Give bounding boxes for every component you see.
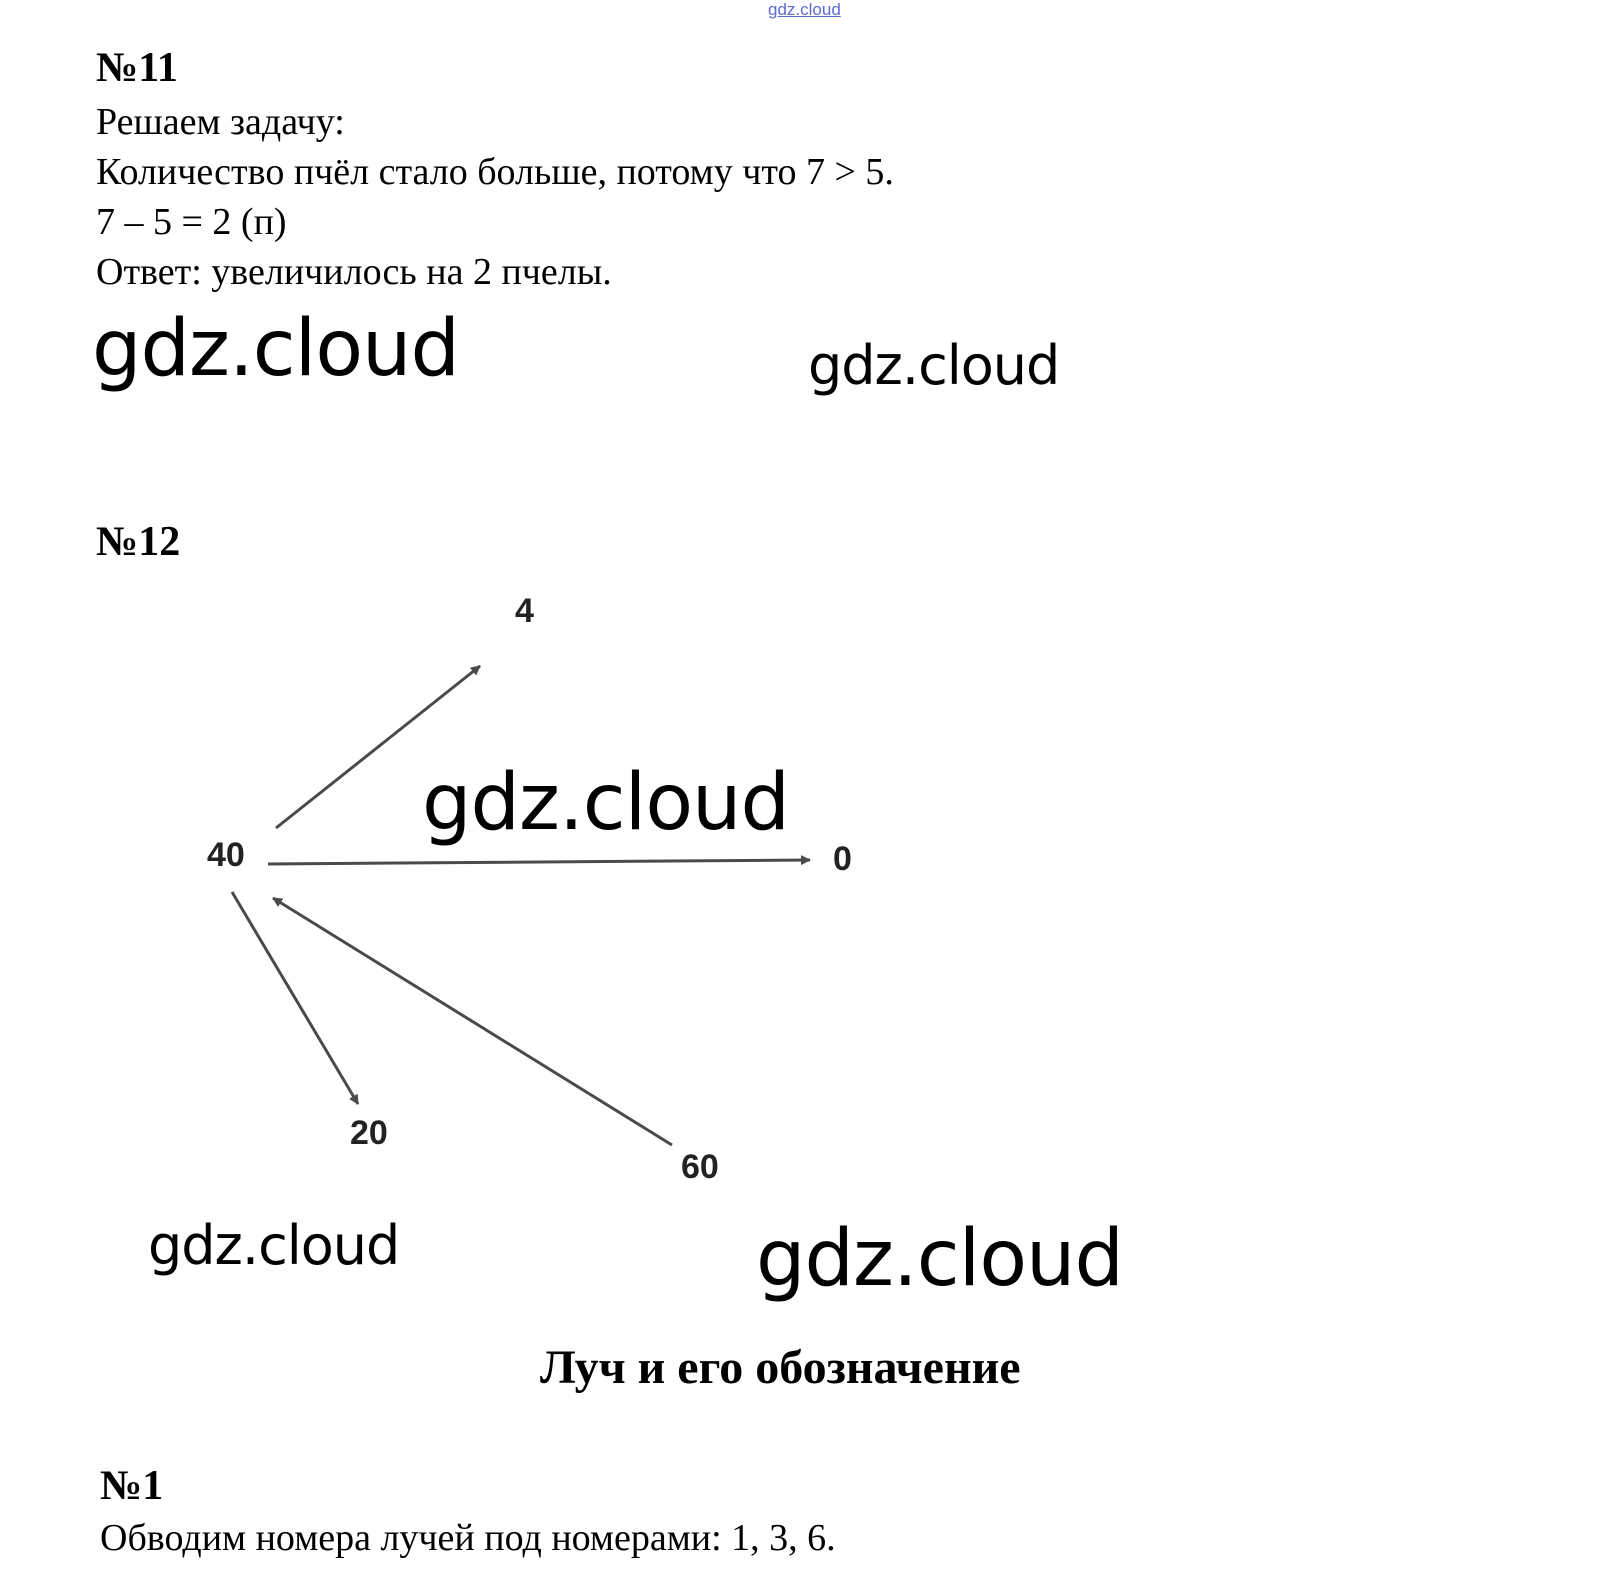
label-40: 40 bbox=[207, 836, 245, 874]
watermark: gdz.cloud bbox=[422, 758, 790, 848]
task1-number: №1 bbox=[100, 1463, 164, 1509]
ray-60-to-40 bbox=[272, 896, 673, 1147]
ray-to-4 bbox=[275, 664, 481, 830]
task11-line-3: 7 – 5 = 2 (п) bbox=[96, 201, 287, 243]
section-title: Луч и его обозначение bbox=[540, 1341, 1021, 1394]
watermark: gdz.cloud bbox=[756, 1214, 1124, 1304]
task11-line-2: Количество пчёл стало больше, потому что… bbox=[96, 151, 894, 193]
task12-number: №12 bbox=[96, 519, 181, 565]
task11-number: №11 bbox=[96, 45, 178, 91]
task11-line-4: Ответ: увеличилось на 2 пчелы. bbox=[96, 251, 612, 293]
ray-to-20 bbox=[230, 891, 360, 1105]
watermark: gdz.cloud bbox=[808, 334, 1060, 397]
label-0: 0 bbox=[833, 840, 852, 878]
top-link[interactable]: gdz.cloud bbox=[768, 0, 841, 19]
label-4: 4 bbox=[515, 592, 534, 630]
watermark: gdz.cloud bbox=[148, 1214, 400, 1277]
task11-line-1: Решаем задачу: bbox=[96, 101, 345, 143]
task1-text: Обводим номера лучей под номерами: 1, 3,… bbox=[100, 1517, 836, 1559]
label-20: 20 bbox=[350, 1114, 388, 1152]
ray-to-0 bbox=[267, 855, 811, 866]
label-60: 60 bbox=[681, 1148, 719, 1186]
watermark: gdz.cloud bbox=[92, 304, 460, 394]
